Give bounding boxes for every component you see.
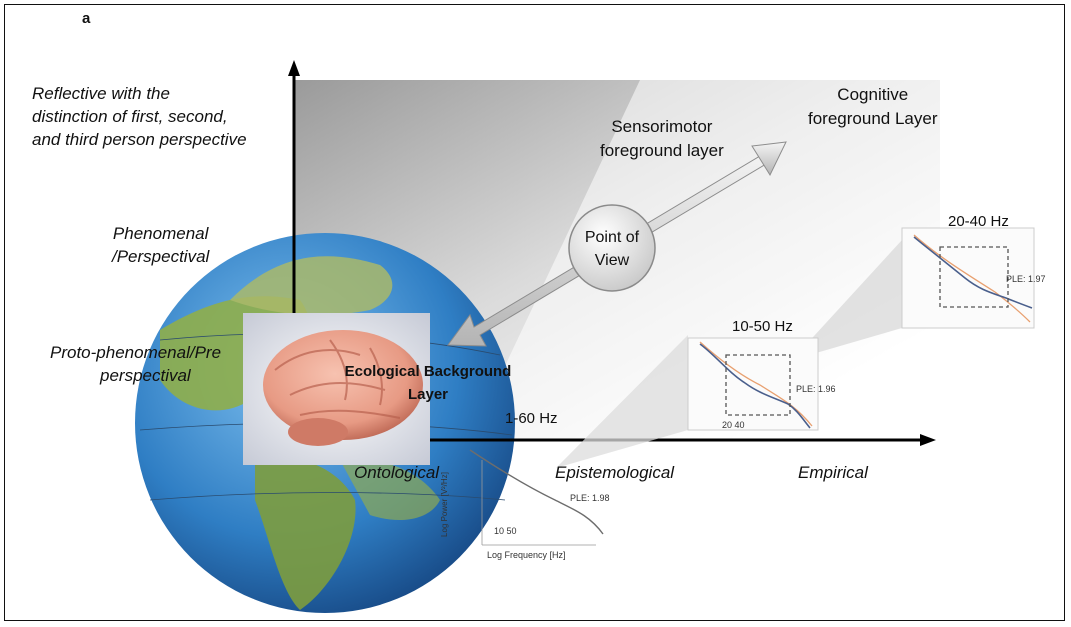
level-reflective: Reflective with the distinction of first… [32, 82, 247, 151]
ple-cognitive: PLE: 1.97 [1006, 274, 1046, 284]
cognitive-layer-label: Cognitive foreground Layer [808, 83, 937, 131]
level-reflective-line: and third person perspective [32, 130, 247, 149]
sensorimotor-line: foreground layer [600, 141, 724, 160]
point-of-view-line: View [594, 252, 630, 269]
level-phenomenal-line: Phenomenal [112, 224, 209, 243]
sensorimotor-line: Sensorimotor [611, 117, 713, 136]
cognitive-line: Cognitive [837, 85, 909, 104]
tick-text-background: 10 50 [494, 526, 517, 536]
zoom-box-sensorimotor [725, 354, 791, 416]
sensorimotor-layer-label: Sensorimotor foreground layer [600, 115, 724, 163]
ple-background: PLE: 1.98 [570, 493, 610, 503]
level-proto-phenomenal: Proto-phenomenal/Pre perspectival [50, 341, 221, 387]
zoom-cone-sensorimotor [556, 335, 688, 468]
figure-border [4, 4, 1065, 621]
tick-text-sensorimotor: 20 40 [722, 420, 745, 430]
ecological-line: Layer [407, 386, 449, 403]
level-phenomenal: Phenomenal /Perspectival [112, 222, 209, 268]
axis-label-empirical: Empirical [798, 463, 868, 482]
zoom-box-cognitive [939, 246, 1009, 308]
axis-label-epistemological: Epistemological [555, 463, 675, 482]
point-of-view-line: Point of [584, 229, 640, 246]
band-background: 1-60 Hz [505, 410, 558, 427]
plot-x-axis-label: Log Frequency [Hz] [487, 550, 566, 560]
level-reflective-line: distinction of first, second, [32, 107, 228, 126]
level-reflective-line: Reflective with the [32, 84, 170, 103]
ple-sensorimotor: PLE: 1.96 [796, 384, 836, 394]
band-sensorimotor: 10-50 Hz [732, 318, 793, 335]
axis-label-ontological: Ontological [354, 463, 440, 482]
ecological-layer-label: Ecological Background Layer [325, 360, 531, 406]
spectrum-line-background [469, 449, 604, 535]
level-phenomenal-line: /Perspectival [112, 247, 210, 266]
level-proto-line: Proto-phenomenal/Pre [50, 343, 222, 362]
plot-y-axis-label: Log Power [V²/Hz] [440, 472, 449, 537]
band-cognitive: 20-40 Hz [948, 213, 1009, 230]
ecological-line: Ecological Background [344, 363, 512, 380]
panel-label: a [82, 10, 91, 27]
point-of-view-circle [568, 204, 656, 292]
brain-image [243, 313, 430, 465]
point-of-view-label: Point of View [568, 226, 656, 272]
cognitive-line: foreground Layer [808, 109, 938, 128]
level-proto-line: perspectival [100, 366, 191, 385]
